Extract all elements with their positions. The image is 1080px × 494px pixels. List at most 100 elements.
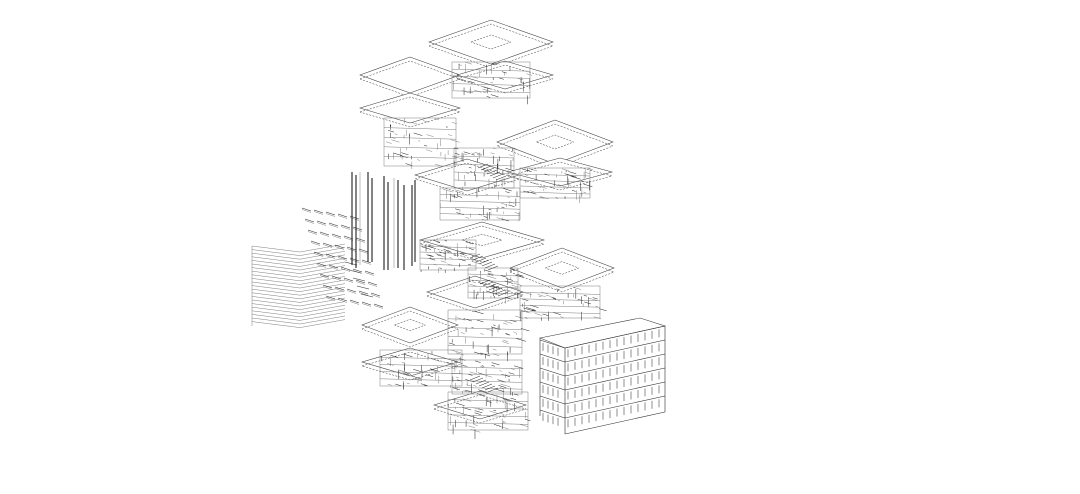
floor-slab (426, 275, 524, 309)
louver-bar (299, 272, 346, 282)
interior-detail (515, 274, 524, 278)
interior-detail (525, 317, 528, 319)
interior-detail (483, 269, 492, 273)
louver-bar (251, 292, 301, 300)
interior-detail (434, 163, 442, 167)
interior-detail (513, 148, 517, 150)
louver-bar (299, 312, 346, 321)
louver-bar (251, 317, 301, 325)
fin (322, 284, 333, 289)
louver-bar (299, 308, 346, 318)
stair-tread (488, 285, 500, 291)
interior-detail (473, 424, 478, 426)
interior-detail (511, 85, 515, 87)
interior-detail (557, 184, 567, 188)
interior-detail (526, 307, 537, 311)
fin (328, 224, 339, 228)
interior-detail (413, 369, 423, 373)
slab-edge (507, 161, 613, 191)
louver-bar (299, 301, 346, 310)
interior-detail (520, 87, 524, 89)
interior-floor-block-group (379, 61, 607, 440)
interior-detail (486, 275, 497, 279)
interior-detail (513, 331, 516, 333)
interior-detail (585, 172, 591, 175)
stair-tread (484, 385, 496, 391)
interior-detail (524, 418, 531, 422)
interior-detail (463, 151, 471, 155)
floor-line (383, 156, 457, 159)
louver-panel-stack (251, 243, 346, 328)
interior-detail (483, 216, 488, 218)
interior-detail (456, 402, 465, 406)
louver-bar (251, 288, 301, 296)
interior-floor-block (519, 167, 593, 204)
interior-detail (400, 155, 408, 158)
slab-edge (428, 23, 554, 69)
fin (355, 279, 366, 284)
floor-line (451, 90, 531, 94)
interior-detail (504, 296, 511, 300)
interior-detail (467, 80, 473, 83)
louver-bar (299, 261, 346, 271)
interior-detail (522, 168, 532, 172)
interior-detail (509, 270, 512, 272)
interior-detail (474, 410, 483, 414)
interior-detail (473, 351, 483, 355)
louver-bar (299, 290, 346, 300)
block-outline (519, 167, 591, 199)
interior-detail (561, 168, 569, 172)
louver-bar (251, 274, 301, 282)
floor-line (451, 366, 523, 370)
interior-detail (509, 268, 515, 271)
interior-detail (468, 373, 473, 376)
interior-detail (455, 208, 460, 211)
louver-bar (299, 319, 346, 328)
fin (304, 220, 315, 224)
interior-detail (469, 371, 478, 375)
interior-detail (468, 425, 475, 429)
interior-detail (508, 204, 515, 207)
louver-bar (299, 254, 346, 264)
interior-detail (537, 294, 546, 297)
interior-detail (386, 141, 392, 144)
louver-bar (299, 258, 346, 267)
interior-detail (588, 297, 598, 301)
interior-detail (510, 397, 517, 400)
fin (331, 277, 342, 281)
interior-floor-block (447, 391, 531, 440)
louver-bar (299, 250, 346, 260)
floor-line (419, 263, 477, 267)
block-roof (539, 317, 667, 349)
interior-detail (492, 63, 498, 66)
stair-tread (483, 167, 495, 173)
fin (322, 244, 333, 248)
fin (370, 292, 381, 297)
vertical-column-group (351, 172, 416, 270)
interior-detail (491, 365, 496, 367)
interior-detail (542, 313, 549, 316)
louver-bar (299, 265, 346, 274)
interior-detail (476, 319, 484, 323)
interior-detail (495, 388, 505, 392)
slab-opening (461, 233, 503, 247)
interior-detail (474, 412, 481, 415)
fin (319, 231, 330, 236)
interior-detail (488, 272, 494, 275)
interior-detail (478, 408, 484, 411)
stair-tread (477, 163, 489, 169)
floor-slab-group (359, 19, 615, 424)
balcony-edge (539, 381, 566, 391)
interior-detail (501, 421, 505, 424)
floor-line (467, 285, 519, 289)
stair (477, 163, 507, 181)
slab-edge (419, 225, 545, 263)
interior-detail (502, 398, 511, 402)
floor-line (453, 155, 515, 159)
interior-detail (473, 310, 484, 315)
balcony-edge (564, 395, 666, 419)
louver-bar (251, 256, 301, 264)
floor-line (447, 344, 523, 348)
interior-detail (491, 362, 500, 366)
interior-detail (495, 62, 500, 65)
